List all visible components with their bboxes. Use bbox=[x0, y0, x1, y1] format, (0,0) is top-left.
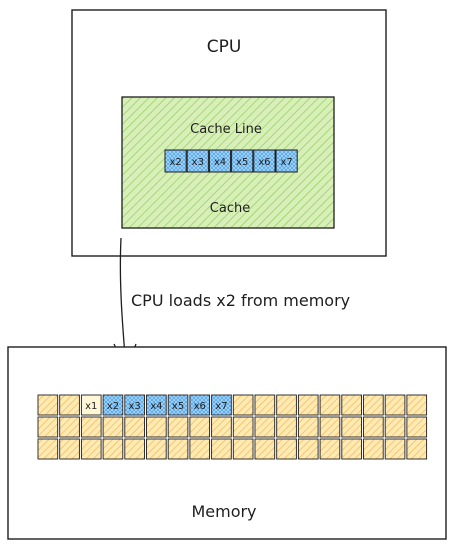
memory-cell bbox=[124, 416, 145, 438]
memory-cell bbox=[189, 416, 211, 438]
memory-cell bbox=[254, 416, 276, 438]
cache-line-cell: x7 bbox=[275, 149, 298, 173]
memory-cell-label: x6 bbox=[194, 401, 206, 412]
memory-cell-label: x5 bbox=[172, 401, 184, 412]
arrow-label: CPU loads x2 from memory bbox=[131, 291, 350, 310]
memory-cell bbox=[232, 438, 254, 460]
memory-cell-label: x2 bbox=[107, 401, 119, 412]
memory-cell bbox=[319, 394, 341, 416]
memory-cell bbox=[319, 416, 341, 438]
memory-cell bbox=[189, 438, 211, 460]
memory-cell bbox=[297, 438, 319, 460]
cache-line-cell: x5 bbox=[231, 149, 254, 173]
memory-cell-labeled: x1 bbox=[80, 394, 102, 416]
memory-cell bbox=[37, 394, 59, 416]
memory-cell bbox=[59, 394, 80, 416]
memory-cell-labeled: x7 bbox=[211, 394, 232, 416]
memory-cell bbox=[341, 416, 362, 438]
memory-cell-label: x1 bbox=[85, 401, 97, 412]
memory-cell bbox=[276, 416, 297, 438]
memory-cell-label: x3 bbox=[129, 401, 141, 412]
memory-cell-labeled: x4 bbox=[146, 394, 167, 416]
cache-line-cell: x6 bbox=[253, 149, 276, 173]
memory-cell bbox=[167, 416, 189, 438]
memory-cell bbox=[211, 438, 232, 460]
memory-cell bbox=[406, 416, 428, 438]
memory-cell bbox=[297, 394, 319, 416]
memory-cell bbox=[146, 416, 167, 438]
memory-cell-label: x4 bbox=[150, 401, 162, 412]
memory-cell bbox=[406, 438, 428, 460]
memory-grid: x1 x2 x3 x4 x5 x6 x7 bbox=[37, 394, 428, 460]
memory-cell bbox=[167, 438, 189, 460]
memory-cell bbox=[297, 416, 319, 438]
cache-line-cell-label: x7 bbox=[280, 157, 292, 168]
cache-line-label: Cache Line bbox=[190, 122, 262, 137]
cpu-label: CPU bbox=[207, 37, 242, 57]
memory-cell bbox=[276, 394, 297, 416]
cache-box: Cache Line x2 x3 x4 x5 x6 x7 Cache bbox=[121, 96, 335, 229]
memory-box: x1 x2 x3 x4 x5 x6 x7 Memory bbox=[7, 346, 447, 540]
memory-cell bbox=[363, 394, 384, 416]
cache-line: x2 x3 x4 x5 x6 x7 bbox=[164, 149, 298, 173]
memory-cell-labeled: x3 bbox=[124, 394, 145, 416]
memory-cell bbox=[37, 438, 59, 460]
memory-cell bbox=[363, 416, 384, 438]
memory-cell-labeled: x6 bbox=[189, 394, 211, 416]
cache-line-cell-label: x6 bbox=[258, 157, 270, 168]
memory-cell bbox=[102, 438, 124, 460]
memory-cell bbox=[232, 416, 254, 438]
cache-line-cell-label: x3 bbox=[192, 157, 204, 168]
memory-cell bbox=[254, 394, 276, 416]
memory-cell bbox=[232, 394, 254, 416]
memory-cell bbox=[254, 438, 276, 460]
cache-line-cell-label: x2 bbox=[169, 157, 181, 168]
memory-label: Memory bbox=[191, 502, 256, 521]
memory-cell bbox=[384, 438, 406, 460]
cache-line-cell: x4 bbox=[208, 149, 232, 173]
memory-cell bbox=[102, 416, 124, 438]
memory-cell bbox=[276, 438, 297, 460]
memory-cell-label: x7 bbox=[215, 401, 227, 412]
memory-cell bbox=[80, 416, 102, 438]
memory-cell bbox=[146, 438, 167, 460]
memory-cell bbox=[406, 394, 428, 416]
memory-cell bbox=[59, 438, 80, 460]
memory-cell-labeled: x2 bbox=[102, 394, 124, 416]
memory-cell bbox=[384, 394, 406, 416]
cache-line-cell: x2 bbox=[164, 149, 187, 173]
memory-cell bbox=[384, 416, 406, 438]
memory-cell bbox=[211, 416, 232, 438]
memory-cell bbox=[341, 394, 362, 416]
cache-line-cell-label: x4 bbox=[214, 157, 226, 168]
cache-line-cell: x3 bbox=[186, 149, 209, 173]
memory-cell-labeled: x5 bbox=[167, 394, 189, 416]
cache-line-cell-label: x5 bbox=[236, 157, 248, 168]
memory-cell bbox=[59, 416, 80, 438]
memory-cell bbox=[37, 416, 59, 438]
memory-cell bbox=[124, 438, 145, 460]
cache-label: Cache bbox=[210, 201, 250, 216]
memory-cell bbox=[319, 438, 341, 460]
memory-cell bbox=[80, 438, 102, 460]
memory-cell bbox=[363, 438, 384, 460]
memory-cell bbox=[341, 438, 362, 460]
